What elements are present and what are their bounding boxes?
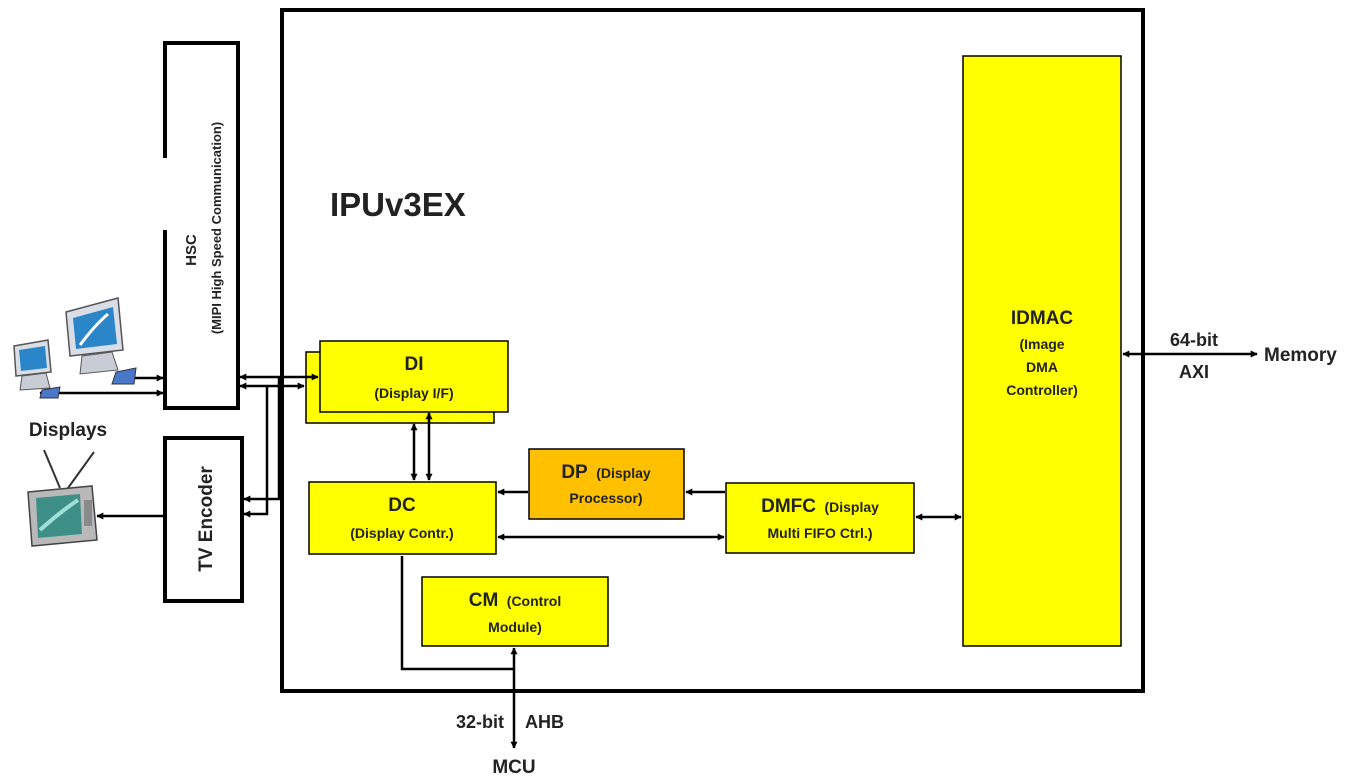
diagram-title: IPUv3EX xyxy=(330,186,466,223)
idmac-desc-1: (Image xyxy=(1019,336,1064,352)
dmfc-label-line1: DMFC (Display xyxy=(761,496,879,517)
dc-block: DC (Display Contr.) xyxy=(309,482,496,554)
hsc-desc: (MIPI High Speed Communication) xyxy=(209,122,224,334)
dp-desc-1: (Display xyxy=(596,465,651,481)
di-box xyxy=(320,341,508,412)
tv-encoder-block: TV Encoder xyxy=(165,438,242,601)
cm-desc-1: (Control xyxy=(507,593,561,609)
dmfc-label: DMFC xyxy=(761,496,816,517)
dp-box xyxy=(529,449,684,519)
memory-label: Memory xyxy=(1264,345,1337,366)
cm-box xyxy=(422,577,608,646)
dmfc-box xyxy=(726,483,914,553)
ahb-width-label: 32-bit xyxy=(456,712,504,732)
cm-label-line1: CM (Control xyxy=(469,590,561,611)
dmfc-desc-1: (Display xyxy=(824,499,879,515)
axi-width-label: 64-bit xyxy=(1170,330,1218,350)
axi-name-label: AXI xyxy=(1179,362,1209,382)
dp-label: DP xyxy=(561,462,588,483)
dc-label: DC xyxy=(388,495,416,516)
di-tv-link-b xyxy=(244,377,279,499)
di-label: DI xyxy=(405,354,424,375)
di-desc: (Display I/F) xyxy=(374,385,453,401)
cm-desc-2: Module) xyxy=(488,619,542,635)
cm-label: CM xyxy=(469,590,499,611)
large-monitor-icon xyxy=(66,298,136,384)
di-block: DI (Display I/F) xyxy=(306,341,508,423)
tv-encoder-label: TV Encoder xyxy=(196,466,217,572)
dp-block: DP (Display Processor) xyxy=(529,449,684,519)
small-monitor-icon xyxy=(14,340,60,398)
di-tv-link-a xyxy=(244,386,267,514)
hsc-label: HSC xyxy=(183,234,200,266)
cm-block: CM (Control Module) xyxy=(422,577,608,646)
dc-box xyxy=(309,482,496,554)
mcu-label: MCU xyxy=(492,757,535,778)
tv-icon xyxy=(28,450,97,546)
idmac-desc-3: Controller) xyxy=(1006,382,1078,398)
hsc-outline xyxy=(165,43,238,408)
dp-desc-2: Processor) xyxy=(569,490,642,506)
dmfc-desc-2: Multi FIFO Ctrl.) xyxy=(768,525,873,541)
idmac-label: IDMAC xyxy=(1011,308,1074,329)
ahb-name-label: AHB xyxy=(525,712,564,732)
idmac-desc-2: DMA xyxy=(1026,359,1058,375)
idmac-block: IDMAC (Image DMA Controller) xyxy=(963,56,1121,646)
dmfc-block: DMFC (Display Multi FIFO Ctrl.) xyxy=(726,483,914,553)
hsc-block: HSC (MIPI High Speed Communication) xyxy=(165,43,238,408)
dc-desc: (Display Contr.) xyxy=(350,525,453,541)
displays-label: Displays xyxy=(29,420,107,441)
dp-label-line1: DP (Display xyxy=(561,462,651,483)
